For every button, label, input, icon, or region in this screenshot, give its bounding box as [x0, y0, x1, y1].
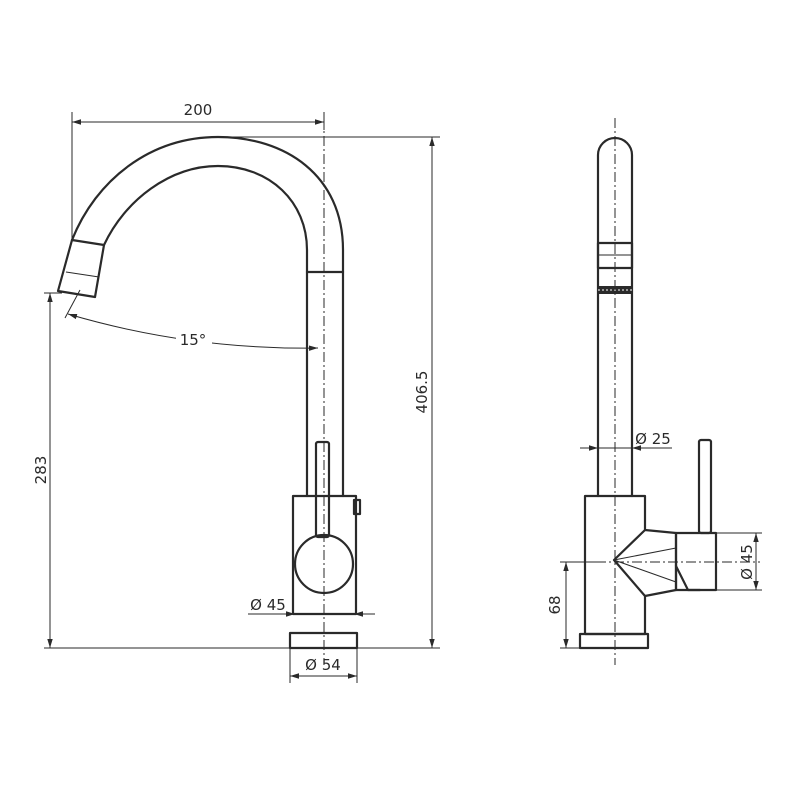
side-base [578, 632, 650, 650]
front-lever [314, 440, 331, 539]
front-nozzle-band [65, 271, 100, 278]
side-dimensions: Ø 25 Ø 45 68 [546, 430, 762, 649]
dim-base-label: Ø 54 [305, 656, 341, 674]
front-spout-outer [70, 135, 345, 274]
side-handle-cut [674, 564, 702, 592]
side-handle [643, 528, 678, 598]
dim-side-handle-label: Ø 45 [738, 544, 756, 580]
dim-angle-label: 15° [180, 331, 207, 349]
dim-base-height-label: 68 [546, 595, 564, 614]
front-view [56, 118, 362, 665]
dim-tube-label: Ø 25 [635, 430, 671, 448]
front-spout-axis [64, 289, 81, 319]
front-dimensions: 200 406.5 283 15° Ø 45 Ø 54 [32, 101, 440, 683]
dim-height-label: 406.5 [413, 371, 431, 414]
front-spout-nozzle [56, 238, 106, 299]
dim-angle-gap [176, 326, 212, 348]
side-handle-chamfer [613, 547, 677, 583]
side-lever [697, 438, 713, 535]
dim-knob-label: Ø 45 [250, 596, 286, 614]
dim-outlet-label: 283 [32, 456, 50, 485]
dim-reach-label: 200 [184, 101, 213, 119]
front-spout-inner [102, 164, 309, 274]
side-view [560, 118, 760, 665]
front-knob-tab [352, 498, 362, 516]
